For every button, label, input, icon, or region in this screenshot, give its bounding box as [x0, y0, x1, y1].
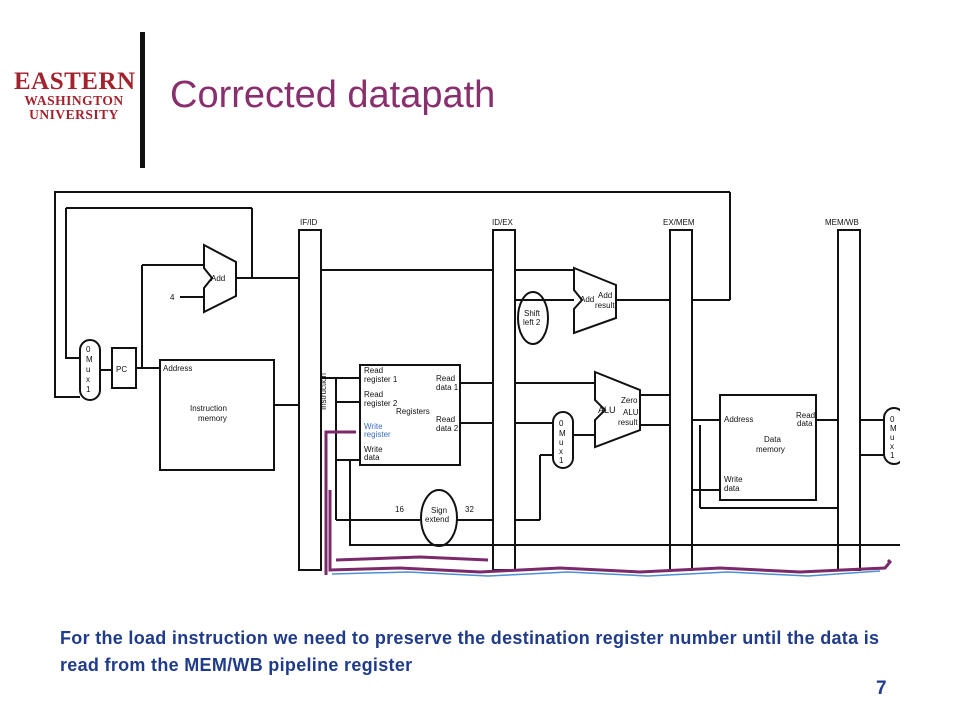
- mux-top-x: x: [86, 375, 90, 384]
- mux-top-1: 1: [86, 385, 91, 394]
- read-data2-b: data 2: [436, 424, 459, 433]
- instruction-memory: [159, 359, 275, 471]
- read-reg2-b: register 2: [364, 399, 398, 408]
- ex-mem-register: [669, 229, 693, 571]
- shift-label-a: Shift: [524, 309, 541, 318]
- alu-mux: [552, 411, 574, 469]
- pc-adder: [203, 243, 237, 314]
- data-mem-write2: data: [724, 484, 740, 493]
- logo-line-2: WASHINGTON: [24, 93, 124, 108]
- alu: [594, 370, 641, 449]
- sign-extend-b: extend: [425, 515, 449, 524]
- instr-mem-line1: Instruction: [190, 404, 227, 413]
- alu-mux-u: u: [559, 438, 563, 447]
- shift-label-b: left 2: [523, 318, 541, 327]
- wb-mux-1: 1: [890, 451, 895, 460]
- add-label: Add: [211, 274, 225, 283]
- read-data2-a: Read: [436, 415, 455, 424]
- branch-add-result-a: Add: [598, 291, 612, 300]
- university-logo: EASTERN WASHINGTON UNIVERSITY: [14, 68, 136, 122]
- mem-wb-register: [837, 229, 861, 571]
- alu-result-b: result: [618, 418, 638, 427]
- instr-mem-line2: memory: [198, 414, 227, 423]
- bits-in: 16: [395, 505, 404, 514]
- read-reg2-a: Read: [364, 390, 383, 399]
- instr-mem-address: Address: [163, 364, 192, 373]
- register-file: [359, 364, 461, 466]
- writeback-mux: [883, 407, 900, 465]
- shift-left-2: [517, 291, 549, 345]
- constant-four: 4: [170, 293, 175, 302]
- read-data1-a: Read: [436, 374, 455, 383]
- read-reg1-b: register 1: [364, 375, 398, 384]
- mux-top-0: 0: [86, 345, 91, 354]
- data-mem-address: Address: [724, 415, 753, 424]
- data-mem-read: Read: [796, 411, 815, 420]
- slide-title: Corrected datapath: [170, 74, 496, 116]
- registers-label: Registers: [396, 407, 430, 416]
- bits-out: 32: [465, 505, 474, 514]
- write-reg-a: Write: [364, 422, 383, 431]
- branch-add-result-b: result: [595, 301, 615, 310]
- pipeline-datapath-diagram: IF/ID ID/EX EX/MEM MEM/WB PC Add 4 0 M u…: [54, 191, 900, 577]
- logo-line-3: UNIVERSITY: [29, 107, 119, 122]
- alu-result-a: ALU: [623, 408, 639, 417]
- data-mem-line2: memory: [756, 445, 785, 454]
- mux-top-u: u: [86, 365, 90, 374]
- read-data1-b: data 1: [436, 383, 459, 392]
- logo-line-1: EASTERN: [14, 68, 136, 95]
- data-mem-write1: Write: [724, 475, 743, 484]
- data-mem-data: data: [797, 419, 813, 428]
- data-memory: [719, 394, 817, 501]
- alu-mux-x: x: [559, 447, 563, 456]
- write-data-a: Write: [364, 445, 383, 454]
- branch-add-label: Add: [580, 295, 594, 304]
- alu-mux-0: 0: [559, 419, 564, 428]
- write-reg-b: register: [364, 430, 391, 439]
- alu-label: ALU: [598, 405, 616, 415]
- read-reg1-a: Read: [364, 366, 383, 375]
- pc-block: [111, 347, 137, 389]
- wb-mux-x: x: [890, 442, 894, 451]
- branch-adder: [573, 266, 617, 335]
- wb-mux-0: 0: [890, 415, 895, 424]
- if-id-label: IF/ID: [300, 218, 318, 227]
- highlight-path-writeback: [324, 430, 356, 575]
- highlight-path-lower: [328, 490, 893, 574]
- title-divider: [140, 32, 145, 168]
- instruction-label: Instruction: [319, 373, 328, 410]
- write-data-b: data: [364, 453, 380, 462]
- if-id-register: [298, 229, 322, 571]
- wb-mux-m: M: [890, 424, 897, 433]
- sign-extend-a: Sign: [431, 506, 447, 515]
- slide-caption: For the load instruction we need to pres…: [60, 628, 880, 675]
- pc-label: PC: [116, 365, 127, 374]
- id-ex-register: [492, 229, 516, 571]
- alu-zero: Zero: [621, 396, 638, 405]
- alu-mux-1: 1: [559, 456, 564, 465]
- highlight-path-upper: [335, 555, 489, 562]
- page-number: 7: [876, 678, 887, 699]
- data-mem-line1: Data: [764, 435, 781, 444]
- alu-mux-m: M: [559, 429, 566, 438]
- mux-top-m: M: [86, 355, 93, 364]
- wb-mux-u: u: [890, 433, 894, 442]
- mem-wb-label: MEM/WB: [825, 218, 859, 227]
- id-ex-label: ID/EX: [492, 218, 514, 227]
- ex-mem-label: EX/MEM: [663, 218, 695, 227]
